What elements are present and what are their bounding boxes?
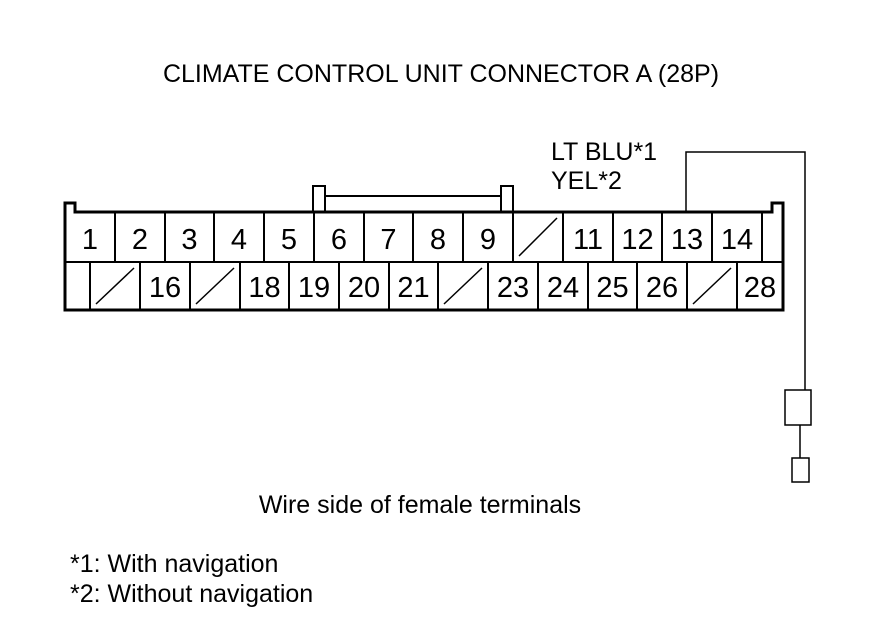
terminal-7: 7 (380, 224, 396, 256)
blank-terminal-slash (692, 267, 732, 305)
note-1: *1: With navigation (70, 550, 278, 578)
blank-terminal-slash (195, 267, 235, 305)
connector-outline (63, 201, 785, 312)
terminal-21: 21 (397, 272, 429, 304)
bottom-row: 16 18 19 20 21 23 24 25 26 28 (89, 262, 776, 310)
terminal-26: 26 (646, 272, 678, 304)
terminal-5: 5 (281, 224, 297, 256)
blank-terminal-slash (95, 267, 135, 305)
terminal-14: 14 (721, 224, 753, 256)
wire-color-yel: YEL*2 (551, 167, 622, 195)
terminal-11: 11 (573, 224, 603, 256)
blank-terminal-slash (518, 217, 558, 257)
diagram-title: CLIMATE CONTROL UNIT CONNECTOR A (28P) (163, 60, 719, 88)
terminal-23: 23 (497, 272, 529, 304)
wire-lead (685, 151, 812, 483)
terminal-3: 3 (181, 224, 197, 256)
terminal-24: 24 (547, 272, 579, 304)
terminal-4: 4 (231, 224, 247, 256)
caption: Wire side of female terminals (259, 491, 581, 519)
terminal-8: 8 (430, 224, 446, 256)
terminal-19: 19 (298, 272, 330, 304)
blank-terminal-slash (443, 267, 483, 305)
terminal-16: 16 (149, 272, 181, 304)
wire-color-lt-blu: LT BLU*1 (551, 138, 657, 166)
terminal-12: 12 (621, 224, 653, 256)
terminal-13: 13 (671, 224, 703, 256)
terminal-25: 25 (596, 272, 628, 304)
terminal-18: 18 (248, 272, 280, 304)
terminal-6: 6 (331, 224, 347, 256)
terminal-20: 20 (348, 272, 380, 304)
terminal-28: 28 (744, 272, 776, 304)
terminal-1: 1 (82, 224, 98, 256)
locking-tab (312, 185, 514, 212)
terminal-2: 2 (132, 224, 148, 256)
note-2: *2: Without navigation (70, 580, 313, 608)
terminal-9: 9 (480, 224, 496, 256)
